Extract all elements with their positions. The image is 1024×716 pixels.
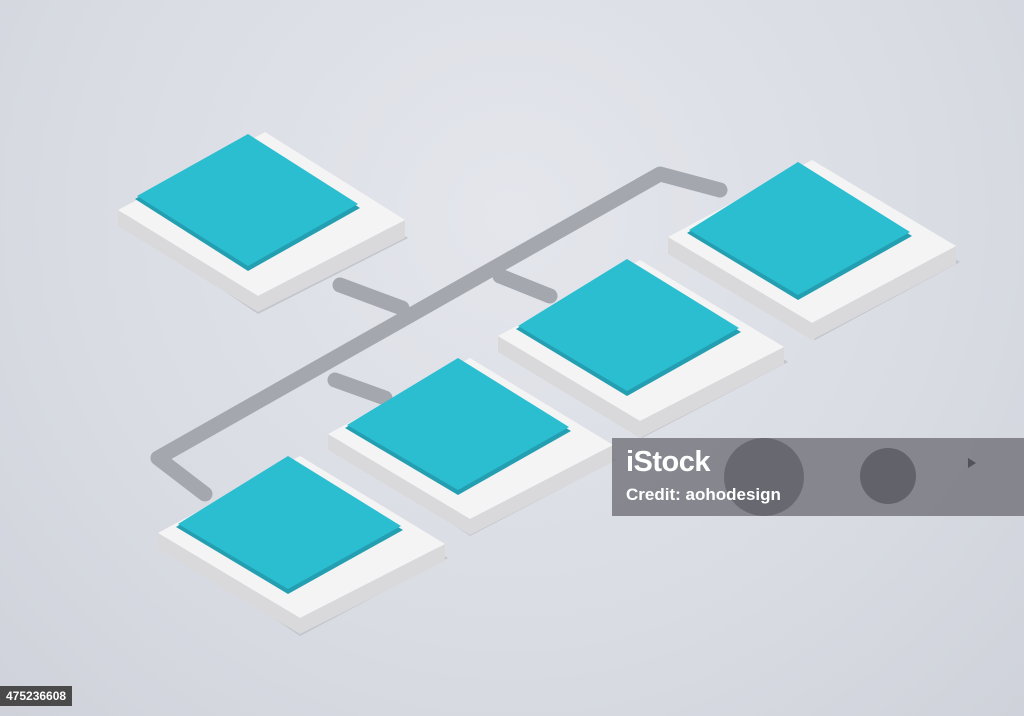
node-2-card (689, 162, 910, 295)
node-3 (498, 259, 788, 438)
node-2-base-side (668, 237, 956, 340)
connector-branch-1 (332, 277, 410, 316)
image-id-label: 475236608 (0, 686, 73, 706)
node-2 (668, 160, 960, 340)
watermark-circle-decoration-2 (860, 448, 916, 504)
node-4 (328, 358, 616, 536)
node-3-card (518, 259, 739, 391)
node-5 (158, 456, 448, 636)
node-5-card (178, 456, 401, 589)
node-1-card (137, 134, 358, 266)
connector-lines (150, 166, 728, 502)
watermark-banner: iStock Credit: aohodesign (612, 438, 1024, 516)
node-1 (118, 132, 408, 314)
watermark-play-icon (968, 458, 976, 468)
connector-branch-3 (492, 268, 558, 304)
node-4-card (347, 358, 569, 490)
node-1-base-side (118, 210, 405, 312)
connector-trunk (150, 166, 728, 502)
watermark-credit: Credit: aohodesign (626, 485, 781, 504)
node-3-base-side (498, 336, 784, 438)
node-5-base-side (158, 533, 445, 634)
connector-branch-2 (327, 372, 393, 406)
watermark-logo: iStock (626, 446, 711, 478)
node-4-base-side (328, 434, 613, 535)
watermark-circle-decoration (724, 438, 804, 516)
